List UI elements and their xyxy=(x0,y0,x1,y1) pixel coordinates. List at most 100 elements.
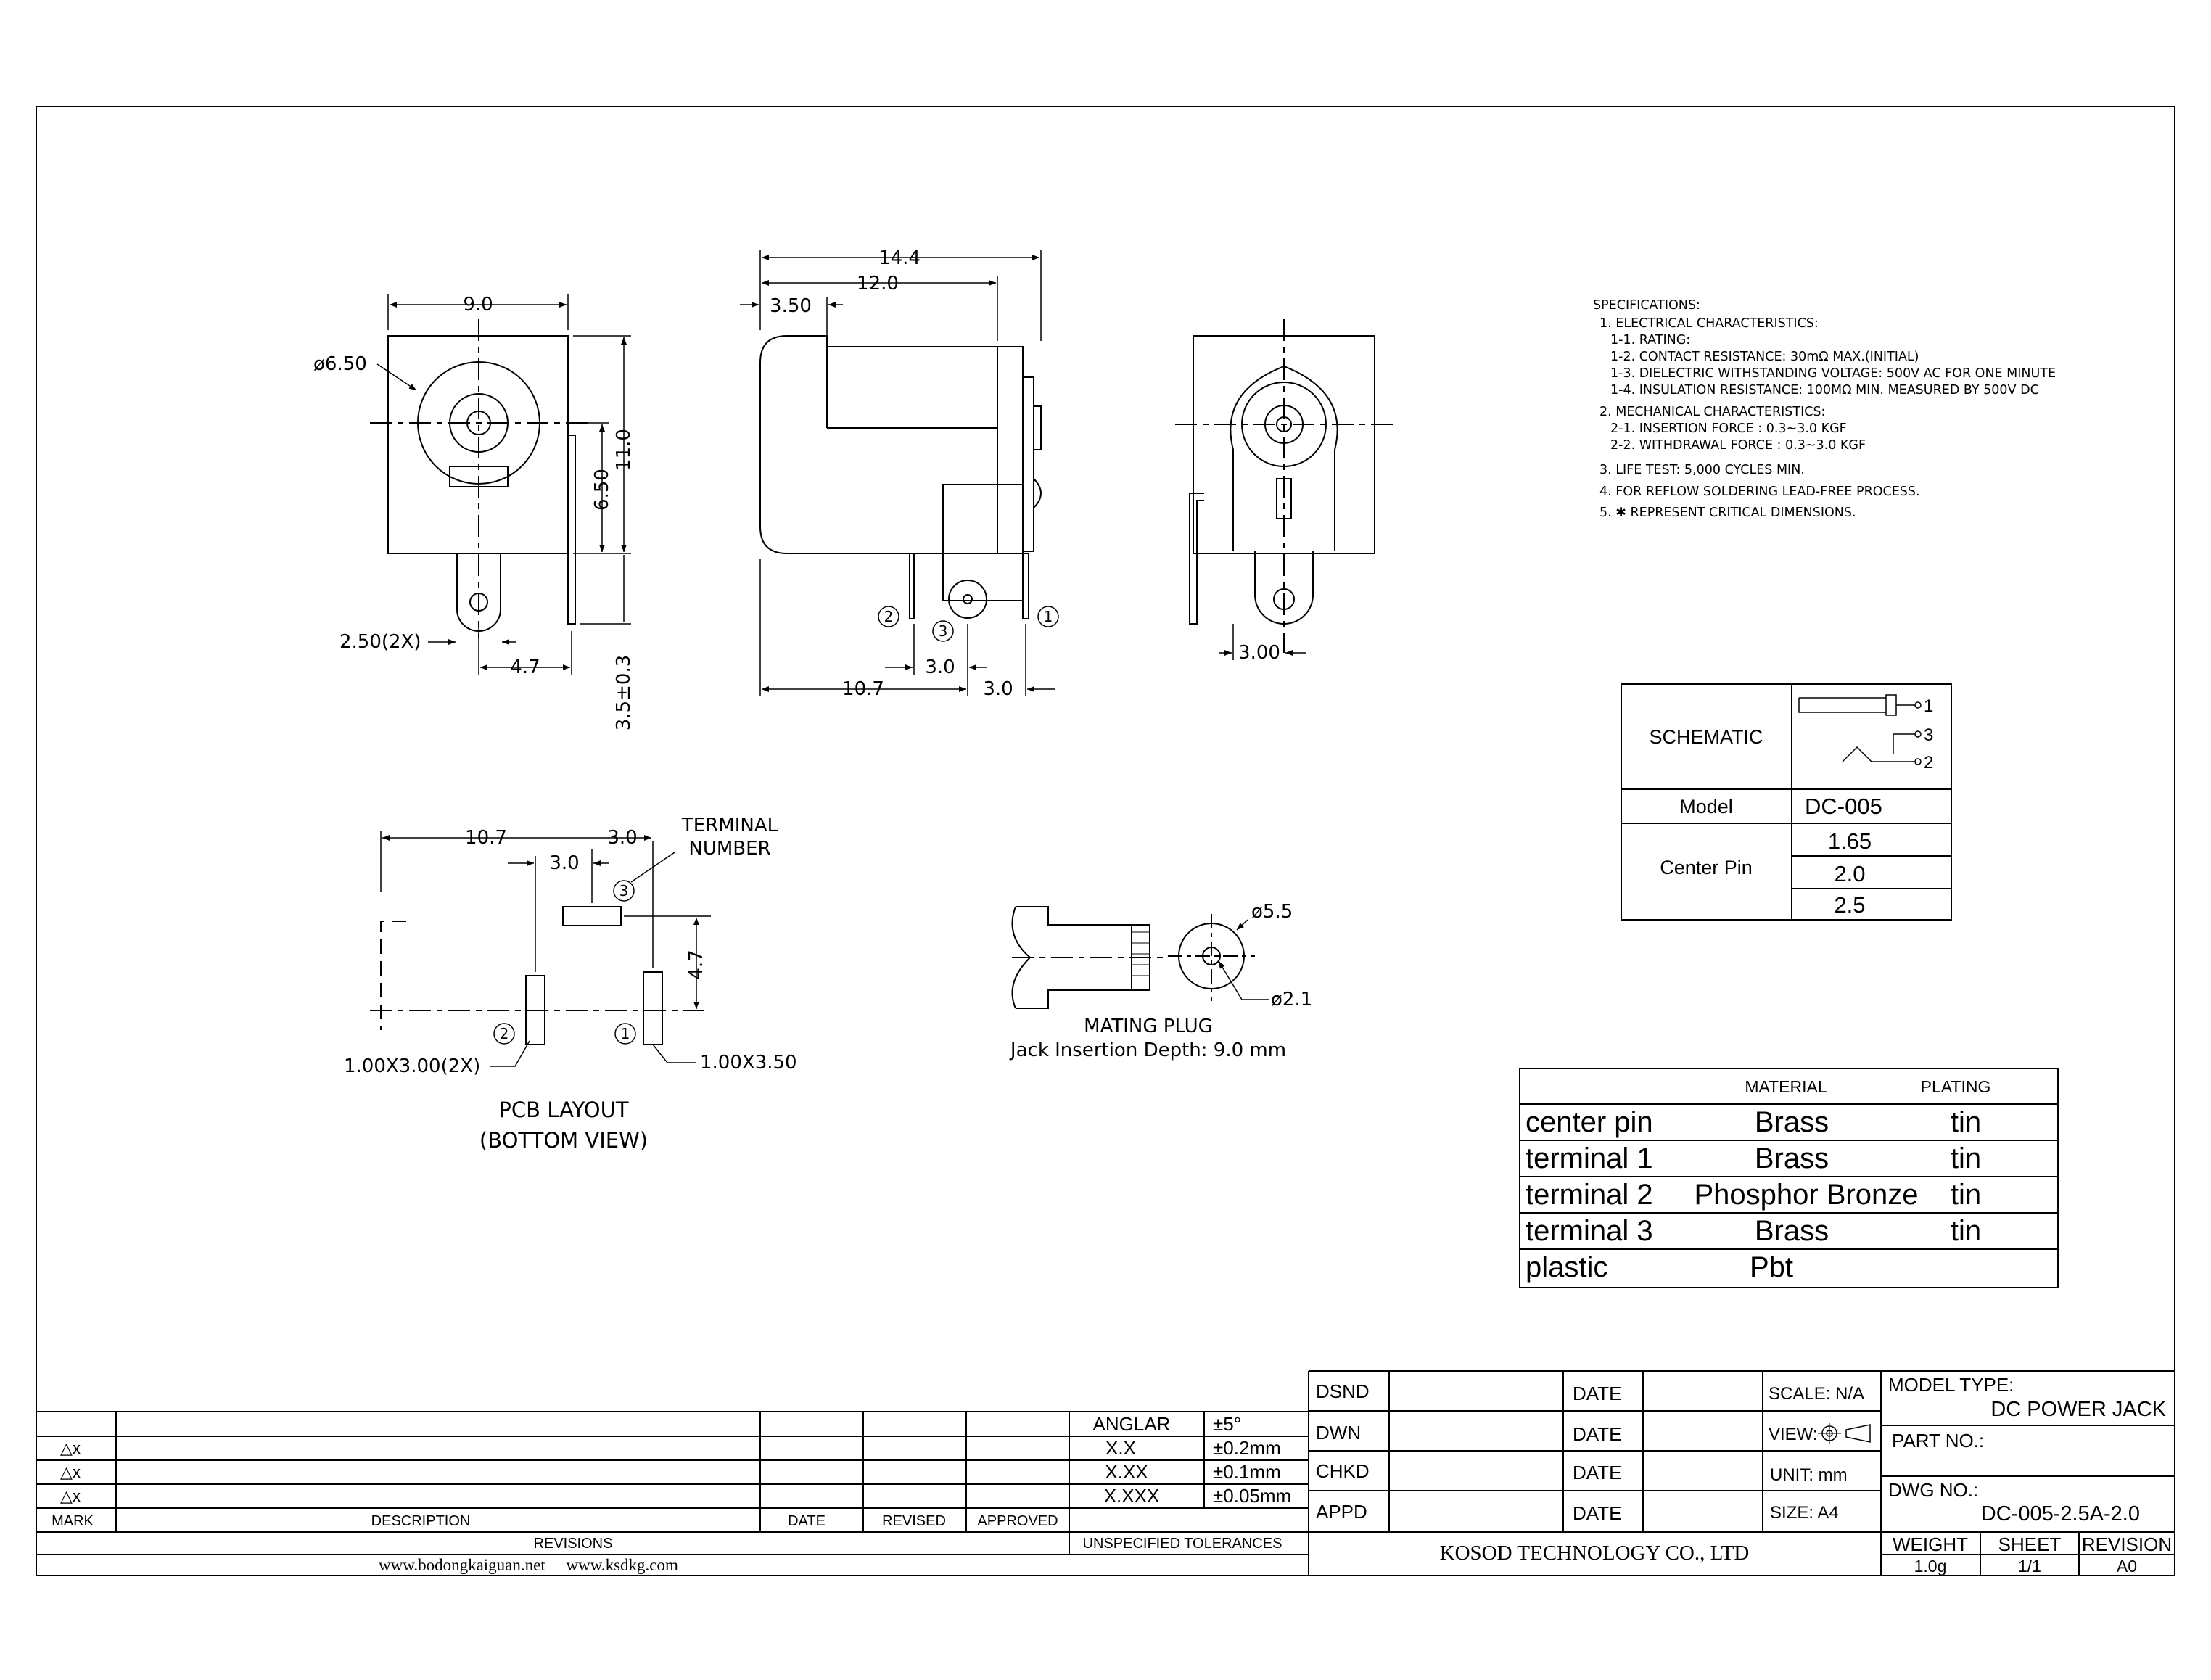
tolerance-key: X.XX xyxy=(1105,1461,1148,1483)
specs-heading: SPECIFICATIONS: xyxy=(1593,298,1700,313)
pcb-title: PCB LAYOUT xyxy=(498,1098,628,1122)
role-dwn: DWN xyxy=(1316,1422,1361,1444)
model-value: DC-005 xyxy=(1805,794,1882,819)
dim-pcb-c: 3.0 xyxy=(549,852,579,874)
spec-line: 1. ELECTRICAL CHARACTERISTICS: xyxy=(1599,316,1819,331)
side-pin-2: 2 xyxy=(884,608,894,625)
center-pin-value: 2.0 xyxy=(1834,861,1865,886)
material-part: plastic xyxy=(1526,1251,1607,1283)
plating-value: tin xyxy=(1951,1142,1981,1174)
rev-mark: △x xyxy=(60,1487,81,1505)
spec-line: 2. MECHANICAL CHARACTERISTICS: xyxy=(1599,405,1825,419)
model-label: Model xyxy=(1679,796,1733,818)
dim-pcb-d: 4.7 xyxy=(685,950,707,979)
tolerance-value: ±0.05mm xyxy=(1213,1485,1291,1507)
tolerance-title: UNSPECIFIED TOLERANCES xyxy=(1083,1536,1282,1552)
center-pin-value: 2.5 xyxy=(1834,892,1865,918)
specifications: SPECIFICATIONS: 1. ELECTRICAL CHARACTERI… xyxy=(1593,298,2056,520)
tolerance-key: X.XXX xyxy=(1104,1485,1160,1507)
dim-pin-spacing: 4.7 xyxy=(510,656,540,678)
weight-label: WEIGHT xyxy=(1893,1533,1968,1555)
material-header: MATERIAL xyxy=(1745,1077,1827,1096)
spec-line: 3. LIFE TEST: 5,000 CYCLES MIN. xyxy=(1599,463,1805,477)
pad-3 xyxy=(562,906,622,926)
schematic-symbol xyxy=(1798,697,1886,713)
tolerance-value: ±0.2mm xyxy=(1213,1437,1281,1459)
dim-front-height: 11.0 xyxy=(613,429,635,471)
model-type-value: DC POWER JACK xyxy=(1990,1398,2166,1421)
spec-line: 2-1. INSERTION FORCE : 0.3~3.0 KGF xyxy=(1610,421,1847,436)
sheet-value: 1/1 xyxy=(2018,1557,2041,1576)
date-label: DATE xyxy=(1573,1462,1621,1483)
rev-header-mark: MARK xyxy=(52,1513,94,1529)
pad-2 xyxy=(525,975,545,1045)
dim-pad-23: 1.00X3.00(2X) xyxy=(344,1055,480,1077)
scale: SCALE: N/A xyxy=(1769,1384,1864,1404)
pcb-layout xyxy=(370,831,711,1067)
dim-side-body: 12.0 xyxy=(857,273,899,295)
dim-side-total: 14.4 xyxy=(878,247,921,269)
material-value: Brass xyxy=(1755,1142,1829,1174)
websites: www.bodongkaiguan.net www.ksdkg.com xyxy=(379,1556,678,1574)
date-label: DATE xyxy=(1573,1423,1621,1445)
role-dsnd: DSND xyxy=(1316,1380,1370,1402)
material-value: Pbt xyxy=(1750,1251,1793,1283)
spec-line: 1-4. INSULATION RESISTANCE: 100MΩ MIN. M… xyxy=(1610,383,2039,398)
side-pin-3: 3 xyxy=(939,622,948,640)
schematic-pin-1: 1 xyxy=(1924,696,1933,716)
plug-title: MATING PLUG xyxy=(1084,1016,1213,1037)
unit: UNIT: mm xyxy=(1770,1465,1848,1485)
dim-pcb-b: 3.0 xyxy=(607,827,637,849)
rev-header-revised: REVISED xyxy=(882,1513,946,1529)
spec-line: 5. ✱ REPRESENT CRITICAL DIMENSIONS. xyxy=(1599,506,1856,520)
rev-header-date: DATE xyxy=(788,1513,825,1529)
title-block xyxy=(1309,1370,2175,1576)
dim-plug-outer: ø5.5 xyxy=(1251,901,1293,923)
side-view xyxy=(740,250,1059,696)
rev-header-approved: APPROVED xyxy=(977,1513,1058,1529)
plating-value: tin xyxy=(1951,1106,1981,1138)
dim-front-width: 9.0 xyxy=(463,294,493,316)
pcb-subtitle: (BOTTOM VIEW) xyxy=(479,1128,648,1153)
material-part: center pin xyxy=(1526,1106,1653,1138)
material-value: Brass xyxy=(1755,1215,1829,1247)
tolerance-key: ANGLAR xyxy=(1093,1413,1171,1435)
date-label: DATE xyxy=(1573,1502,1621,1524)
material-part: terminal 3 xyxy=(1526,1215,1653,1247)
terminal-label: NUMBER xyxy=(688,838,770,860)
material-part: terminal 2 xyxy=(1526,1179,1653,1211)
spec-line: 4. FOR REFLOW SOLDERING LEAD-FREE PROCES… xyxy=(1599,485,1920,499)
rear-view xyxy=(1175,319,1393,660)
dim-front-center: 6.50 xyxy=(591,469,613,511)
role-appd: APPD xyxy=(1316,1501,1367,1523)
rev-header-description: DESCRIPTION xyxy=(371,1513,471,1529)
part-no-label: PART NO.: xyxy=(1892,1430,1984,1452)
dim-side-pin-pitch: 3.0 xyxy=(925,656,955,678)
dwg-no-value: DC-005-2.5A-2.0 xyxy=(1981,1502,2140,1525)
schematic-pin-2: 2 xyxy=(1924,753,1933,773)
dim-side-front: 3.50 xyxy=(770,295,812,317)
schematic-pin-3: 3 xyxy=(1924,725,1933,745)
revisions-block xyxy=(36,1371,1309,1576)
date-label: DATE xyxy=(1573,1383,1621,1404)
spec-line: 1-1. RATING: xyxy=(1610,333,1690,347)
schematic-label: SCHEMATIC xyxy=(1649,726,1763,748)
rev-mark: △x xyxy=(60,1439,81,1457)
mating-plug xyxy=(1011,906,1269,1009)
terminal-label: TERMINAL xyxy=(681,815,778,836)
pcb-pin-3: 3 xyxy=(619,882,629,899)
company-name: KOSOD TECHNOLOGY CO., LTD xyxy=(1440,1541,1750,1565)
dim-pin-width: 2.50(2X) xyxy=(339,631,421,653)
revision-value: A0 xyxy=(2117,1557,2137,1576)
tolerance-value: ±0.1mm xyxy=(1213,1461,1281,1483)
pad-1 xyxy=(643,971,663,1045)
pcb-pin-2: 2 xyxy=(500,1025,509,1042)
rev-mark: △x xyxy=(60,1463,81,1481)
revision-label: REVISION xyxy=(2082,1533,2172,1555)
sheet-label: SHEET xyxy=(1998,1533,2062,1555)
dim-pcb-a: 10.7 xyxy=(465,827,507,849)
tolerance-key: X.X xyxy=(1106,1437,1136,1459)
tolerance-value: ±5° xyxy=(1213,1413,1241,1435)
pcb-pin-1: 1 xyxy=(621,1025,630,1042)
